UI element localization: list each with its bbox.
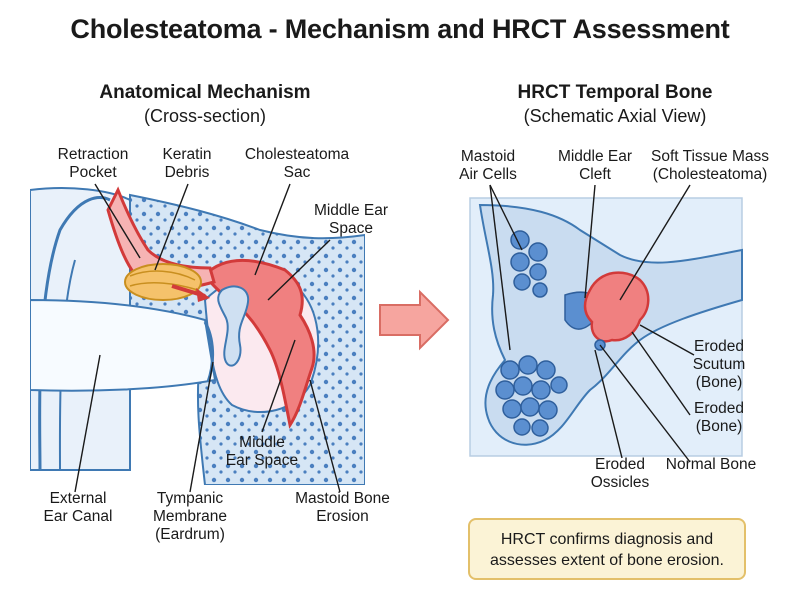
mastoid-air-cells-upper — [510, 230, 548, 298]
keratin-debris — [124, 263, 202, 301]
external-ear-canal — [30, 298, 217, 392]
mastoid-air-cells-lower — [495, 355, 568, 437]
ossicles — [217, 285, 250, 367]
anatomical-cross-section — [30, 186, 365, 485]
label-soft-tissue-mass: Soft Tissue Mass(Cholesteatoma) — [650, 148, 769, 183]
page-title: Cholesteatoma - Mechanism and HRCT Asses… — [70, 14, 730, 44]
left-panel-title: Anatomical Mechanism — [99, 82, 311, 103]
retraction-pocket — [106, 186, 216, 291]
right-panel-title: HRCT Temporal Bone — [517, 82, 713, 103]
left-panel-subtitle: (Cross-section) — [143, 106, 267, 126]
left-leader-lines — [74, 183, 341, 493]
hrct-schematic — [469, 197, 743, 457]
right-leader-lines — [489, 184, 695, 463]
soft-tissue-mass — [583, 271, 650, 343]
right-panel-subtitle: (Schematic Axial View) — [523, 106, 707, 126]
label-eroded-bone: Eroded(Bone) — [694, 400, 744, 435]
transition-arrow — [379, 289, 450, 351]
label-normal-bone: Normal Bone — [665, 456, 757, 473]
tympanic-membrane — [203, 321, 214, 383]
